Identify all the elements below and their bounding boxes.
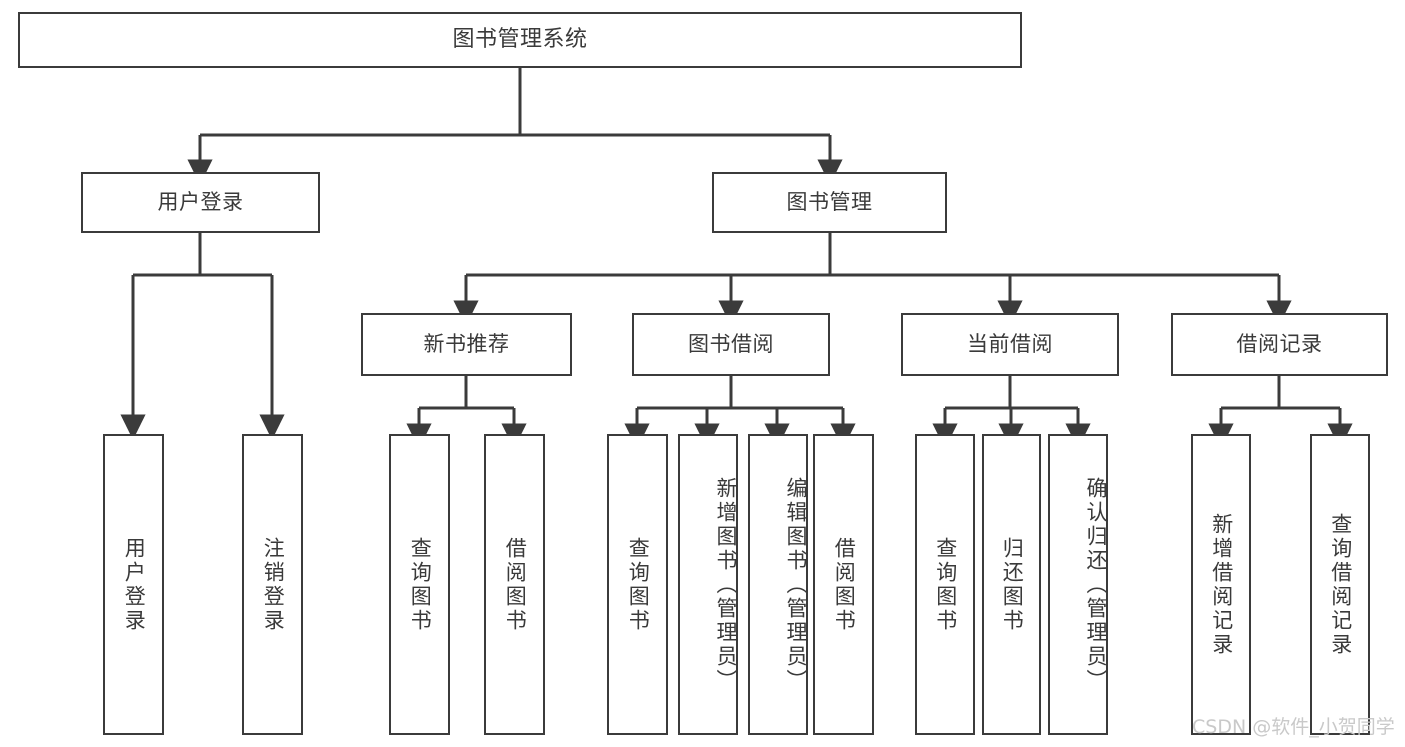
node-root-book-management-system[interactable]: 图书管理系统 xyxy=(18,12,1022,68)
node-book-borrow[interactable]: 图书借阅 xyxy=(632,313,830,376)
leaf-query-book-recommend[interactable]: 查询图书 xyxy=(389,434,450,735)
leaf-user-login[interactable]: 用户登录 xyxy=(103,434,164,735)
node-new-book-recommend[interactable]: 新书推荐 xyxy=(361,313,572,376)
leaf-query-book-borrow[interactable]: 查询图书 xyxy=(607,434,668,735)
leaf-add-book-admin[interactable]: 新增图书（管理员） xyxy=(678,434,738,735)
node-current-borrow[interactable]: 当前借阅 xyxy=(901,313,1119,376)
csdn-watermark: CSDN @软件_小贺同学 xyxy=(1192,716,1395,738)
node-user-login[interactable]: 用户登录 xyxy=(81,172,320,233)
node-book-management[interactable]: 图书管理 xyxy=(712,172,947,233)
leaf-user-logout[interactable]: 注销登录 xyxy=(242,434,303,735)
leaf-confirm-return-admin[interactable]: 确认归还（管理员） xyxy=(1048,434,1108,735)
leaf-query-borrow-record[interactable]: 查询借阅记录 xyxy=(1310,434,1370,735)
leaf-query-book-current[interactable]: 查询图书 xyxy=(915,434,975,735)
node-borrow-record[interactable]: 借阅记录 xyxy=(1171,313,1388,376)
leaf-add-borrow-record[interactable]: 新增借阅记录 xyxy=(1191,434,1251,735)
leaf-return-book[interactable]: 归还图书 xyxy=(982,434,1041,735)
leaf-borrow-book-recommend[interactable]: 借阅图书 xyxy=(484,434,545,735)
leaf-edit-book-admin[interactable]: 编辑图书（管理员） xyxy=(748,434,808,735)
leaf-borrow-book-borrow[interactable]: 借阅图书 xyxy=(813,434,874,735)
